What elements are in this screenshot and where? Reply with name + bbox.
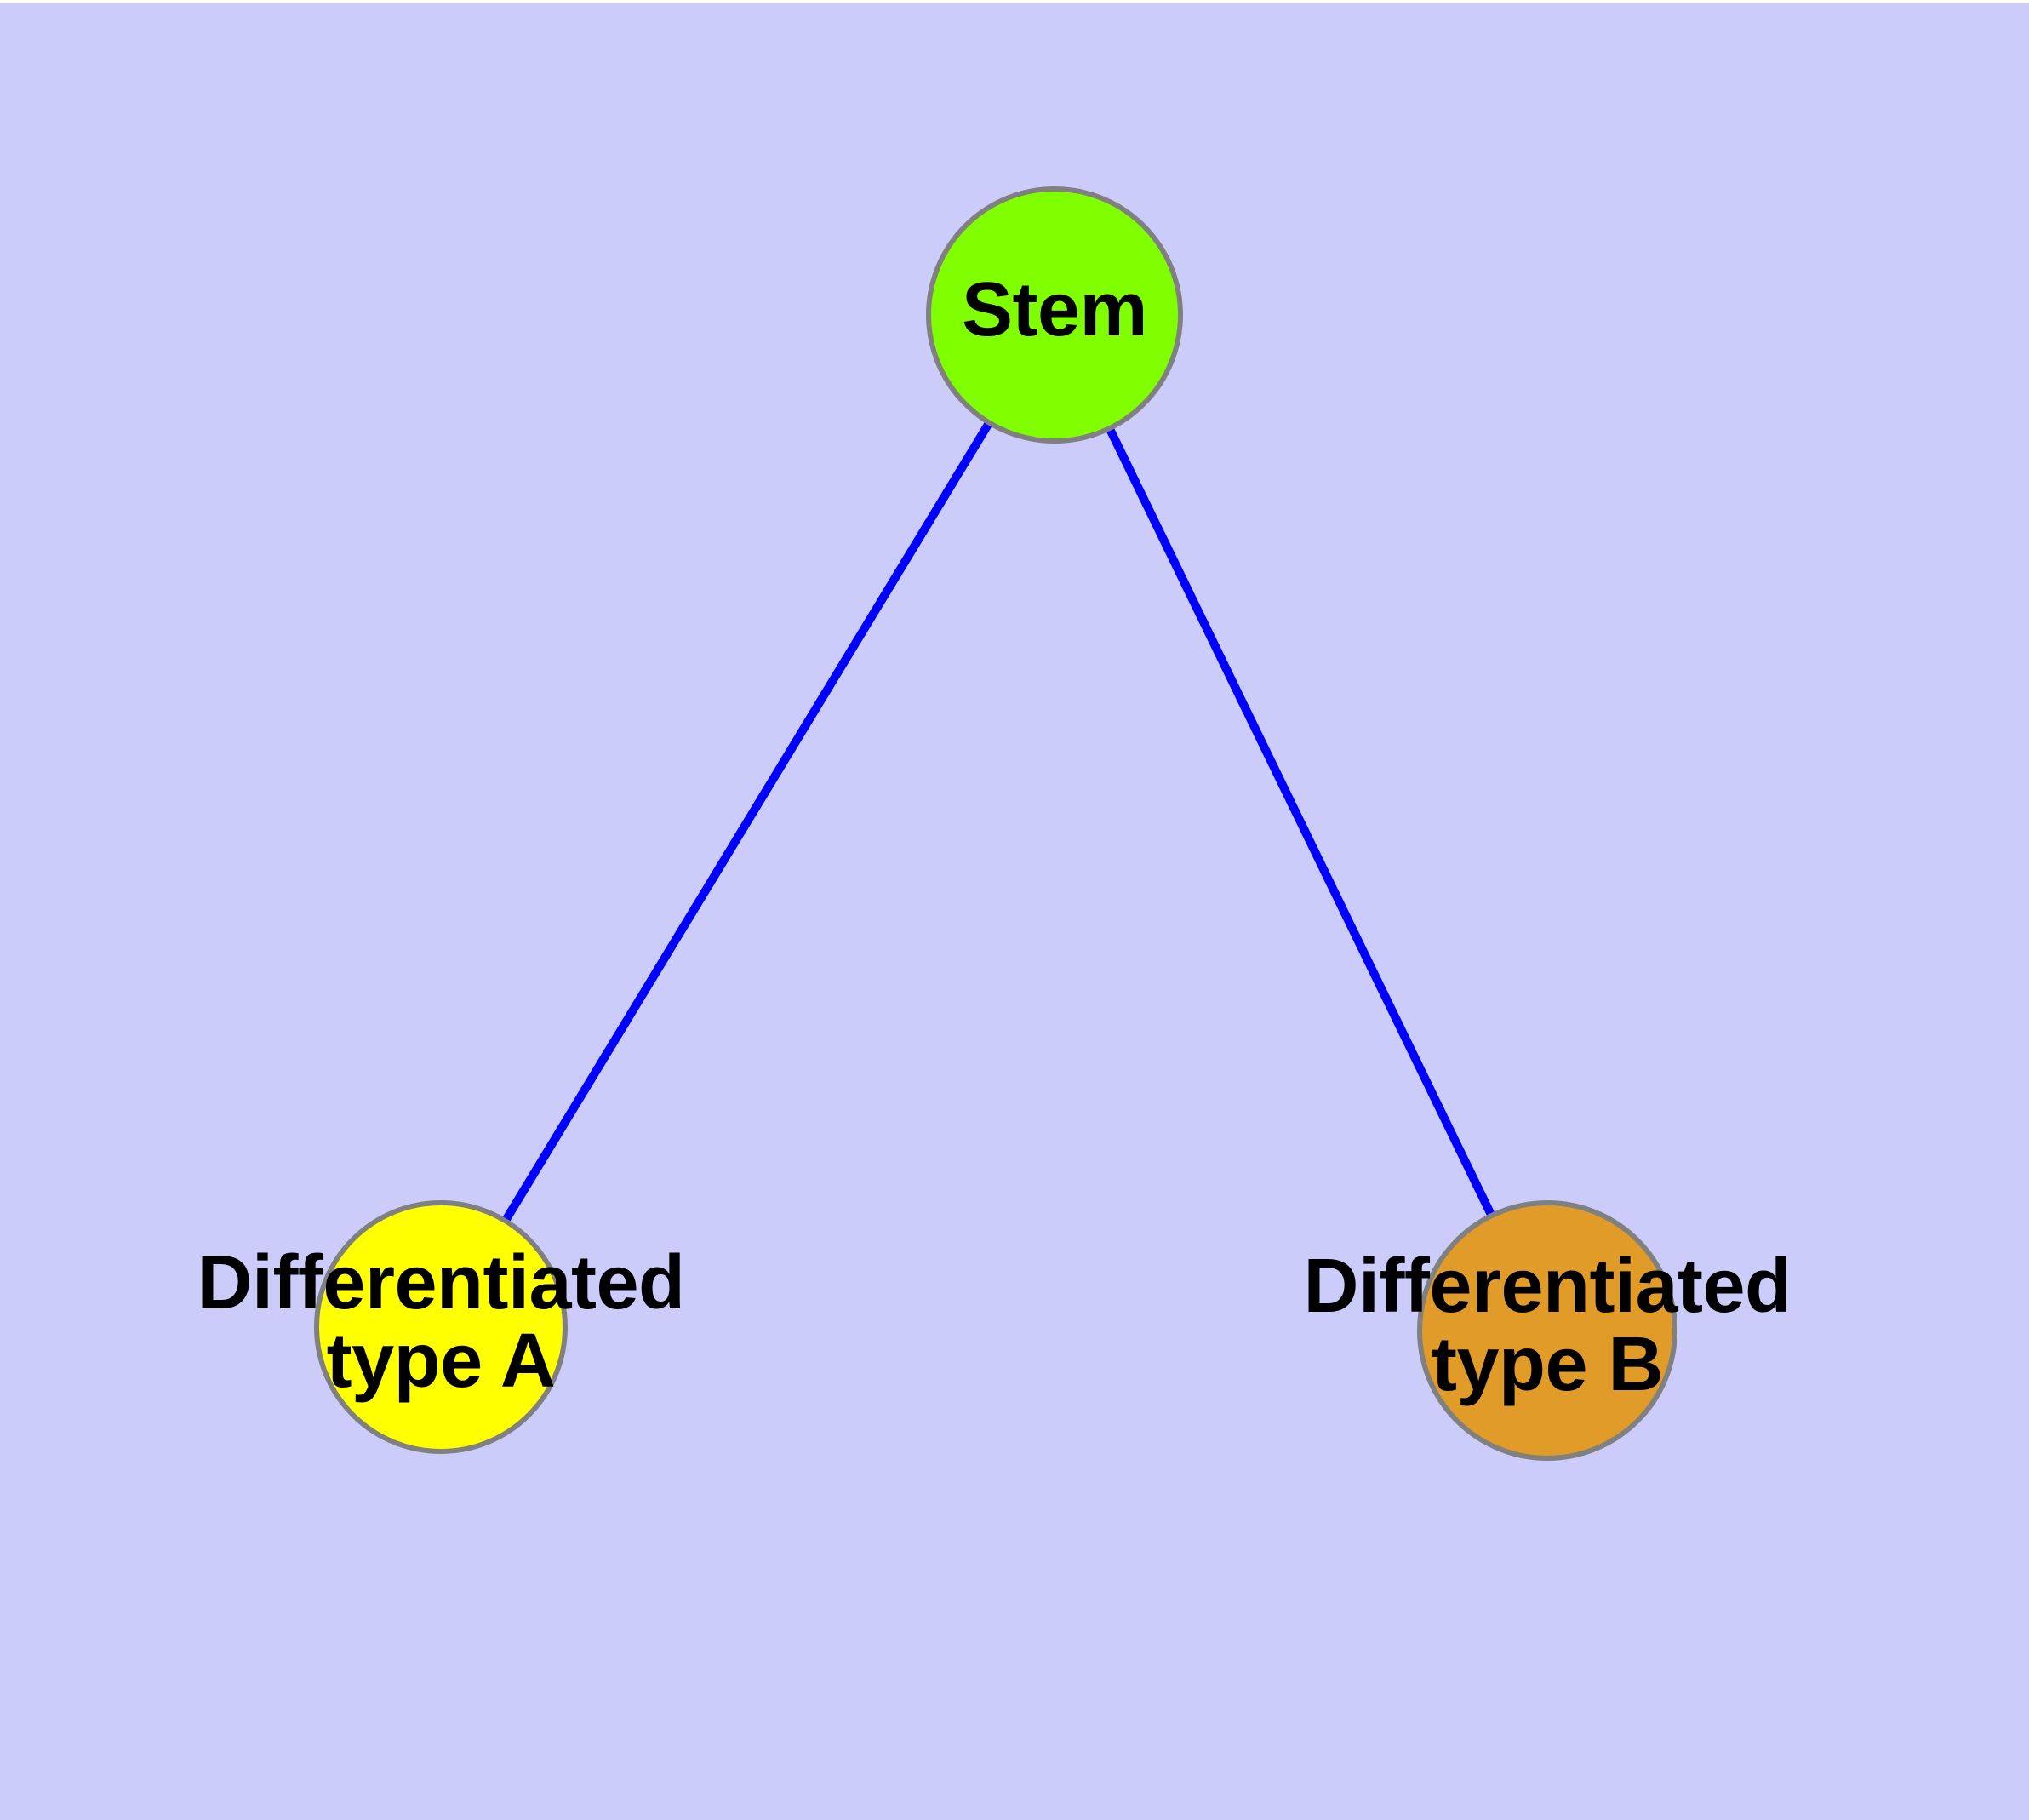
edge-layer xyxy=(500,419,1496,1225)
node-layer xyxy=(314,186,1677,1461)
edge-stem-to-differentiated-type-b[interactable] xyxy=(1105,425,1496,1220)
node-stem[interactable] xyxy=(926,186,1183,444)
node-differentiated-type-b[interactable] xyxy=(1417,1200,1677,1461)
node-differentiated-type-a[interactable] xyxy=(314,1200,568,1454)
edge-stem-to-differentiated-type-a[interactable] xyxy=(500,419,994,1225)
